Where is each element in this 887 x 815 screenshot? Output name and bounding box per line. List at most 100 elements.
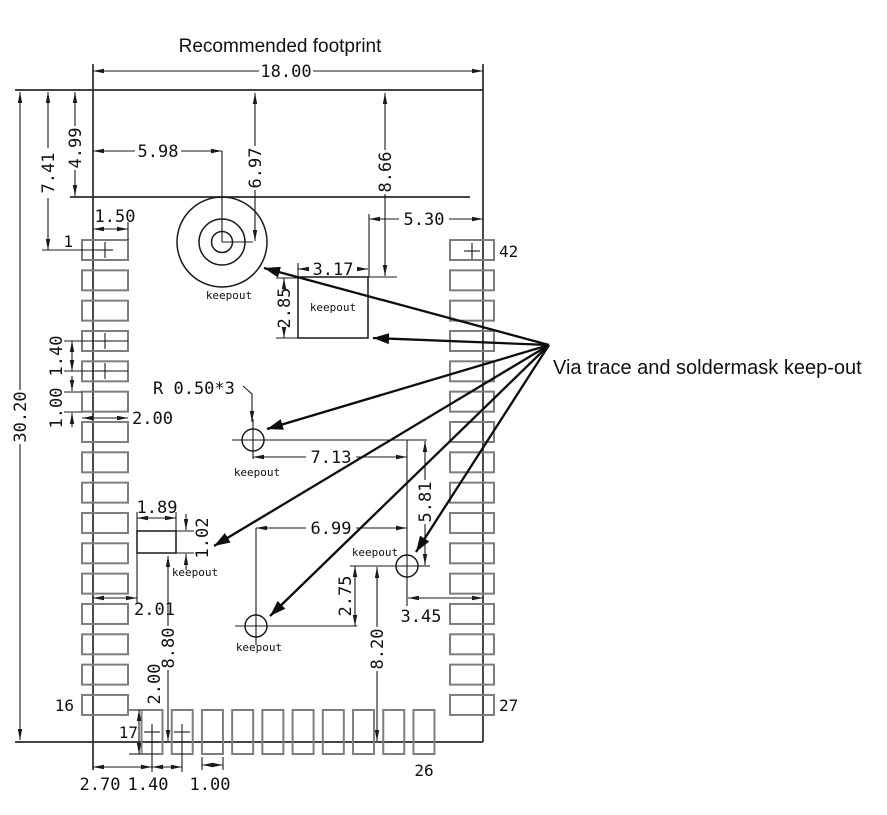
pad: [81, 602, 129, 625]
pad: [81, 693, 129, 716]
keepout-label-via3: keepout: [236, 641, 282, 654]
pad: [81, 572, 129, 595]
pad: [449, 633, 495, 656]
svg-text:1.00: 1.00: [47, 388, 67, 429]
dim-side-pad-w: 2.00: [82, 409, 173, 429]
svg-text:1.02: 1.02: [193, 518, 213, 559]
via-radius-note: R 0.50*3: [153, 379, 255, 422]
pad: [291, 709, 315, 755]
pad: [449, 481, 495, 504]
pad: [81, 390, 129, 413]
keepout-label-via2: keepout: [352, 546, 398, 559]
pad: [231, 709, 255, 755]
svg-text:7.41: 7.41: [39, 153, 59, 194]
svg-text:R 0.50*3: R 0.50*3: [153, 379, 235, 399]
svg-text:3.45: 3.45: [401, 607, 442, 627]
dim-antenna-line-from-top: 4.99: [66, 92, 86, 196]
pin-label-42: 42: [499, 242, 518, 261]
dim-bottom-pad-h: 2.00: [136, 664, 165, 754]
keepout-annotation: Via trace and soldermask keep-out: [553, 357, 862, 379]
dim-pad17-from-edge: 2.70: [80, 764, 152, 795]
pad: [321, 709, 345, 755]
svg-text:8.20: 8.20: [368, 629, 388, 670]
dim-antenna-cy: 6.97: [246, 93, 266, 241]
svg-text:2.00: 2.00: [132, 409, 173, 429]
dim-via2-from-right: 3.45: [401, 595, 483, 627]
svg-text:2.00: 2.00: [145, 664, 165, 705]
svg-text:2.70: 2.70: [80, 775, 121, 795]
svg-text:4.99: 4.99: [66, 128, 86, 169]
keepout-label-antenna: keepout: [206, 289, 252, 302]
via-keepout-3: keepout: [235, 528, 357, 654]
svg-text:8.80: 8.80: [159, 628, 179, 669]
pad: [81, 511, 129, 534]
dim-antenna-cx: 5.98: [93, 142, 222, 162]
pad: [449, 299, 495, 322]
small-keepout-rect: [136, 530, 177, 554]
keepout-label-small-rect: keepout: [172, 566, 218, 579]
pad: [449, 663, 495, 686]
dim-keepout-rect-h: 2.85: [275, 278, 295, 338]
pin-label-26: 26: [414, 761, 433, 780]
svg-text:5.30: 5.30: [404, 210, 445, 230]
pad: [81, 269, 129, 292]
dim-small-rect-from-bottom: 8.80: [159, 556, 179, 741]
dim-pad1-from-top: 7.41: [39, 92, 59, 250]
dim-bottom-pad-w: 1.00: [190, 762, 231, 795]
pad: [81, 451, 129, 474]
dim-via2-from-bottom: 8.20: [368, 567, 388, 741]
dim-pad-inset: 1.50: [93, 207, 136, 232]
dim-keepout-rect-from-right: 5.30: [369, 210, 483, 230]
via-keepout-2: keepout: [350, 440, 430, 606]
pad-crosshairs: [97, 242, 480, 740]
keepout-label-via1: keepout: [234, 466, 280, 479]
dim-small-rect-h: 1.02: [183, 514, 213, 570]
dim-small-rect-w: 1.89: [137, 498, 177, 521]
pad: [81, 481, 129, 504]
pad: [449, 602, 495, 625]
pad: [449, 572, 495, 595]
dim-side-pad-h: 1.00: [47, 376, 75, 429]
pad: [382, 709, 406, 755]
pad: [81, 420, 129, 443]
dim-small-rect-from-edge: 2.01: [93, 595, 175, 620]
pad: [81, 542, 129, 565]
pad: [449, 360, 495, 383]
dim-bottom-pad-pitch: 1.40: [128, 764, 182, 795]
svg-text:2.85: 2.85: [275, 288, 295, 329]
svg-text:5.98: 5.98: [138, 142, 179, 162]
pin-labels: 1 42 16 17 26 27: [55, 232, 519, 780]
svg-text:18.00: 18.00: [260, 62, 311, 82]
rect-keepout: keepout: [297, 276, 369, 339]
dim-side-pad-pitch: 1.40: [47, 336, 75, 376]
pad: [81, 663, 129, 686]
svg-text:2.75: 2.75: [336, 576, 356, 617]
pad: [449, 542, 495, 565]
pad: [449, 511, 495, 534]
dim-via3-to-via2-dx: 6.99: [256, 519, 407, 539]
pad: [449, 693, 495, 716]
svg-text:2.01: 2.01: [134, 600, 175, 620]
svg-text:1.50: 1.50: [95, 207, 136, 227]
keepout-leader-arrows: [213, 266, 550, 617]
pad: [449, 239, 495, 261]
pad: [81, 299, 129, 322]
dim-keepout-rect-from-top: 8.66: [376, 93, 396, 276]
svg-text:3.17: 3.17: [313, 260, 354, 280]
pad: [449, 269, 495, 292]
svg-text:6.97: 6.97: [246, 148, 266, 189]
page-title: Recommended footprint: [179, 36, 382, 57]
svg-text:1.00: 1.00: [190, 775, 231, 795]
pads-right: [449, 239, 495, 716]
dim-via1-to-via2-dx: 7.13: [253, 448, 407, 468]
pad: [200, 709, 224, 755]
dim-via2-to-via3-dy: 2.75: [336, 566, 358, 626]
pad: [449, 451, 495, 474]
pad: [352, 709, 376, 755]
small-rect-keepout: keepout: [136, 530, 218, 579]
keepout-rect: [297, 276, 369, 339]
dim-keepout-rect-w: 3.17: [298, 260, 368, 280]
dim-body-height: 30.20: [11, 92, 31, 740]
